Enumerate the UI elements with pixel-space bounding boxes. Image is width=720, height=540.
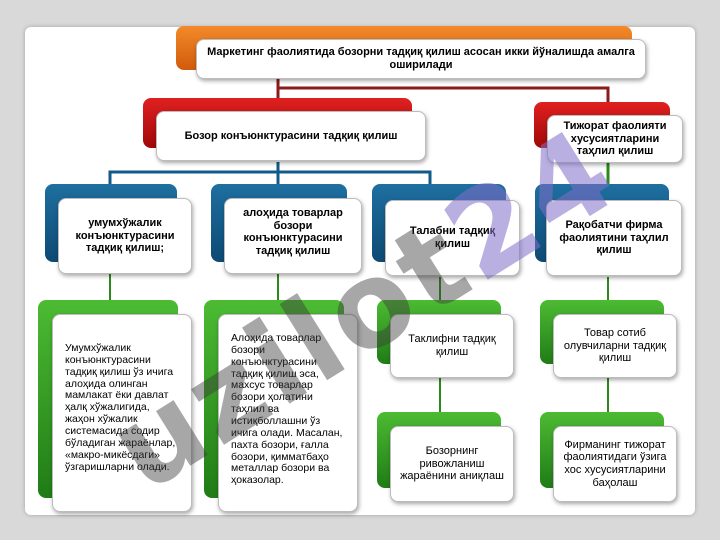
connector-market-split <box>108 170 432 185</box>
general-description-text: Умумхўжалик конъюнктурасини тадқиқ қилиш… <box>65 342 176 473</box>
demand-research-label: Талабни тадқиқ қилиш <box>409 225 496 250</box>
market-research-box: Бозор конъюнктурасини тадқиқ қилиш <box>156 111 426 161</box>
general-description-box: Умумхўжалик конъюнктурасини тадқиқ қилиш… <box>52 314 192 512</box>
competitor-analysis-box: Рақобатчи фирма фаолиятини таҳлил қилиш <box>546 200 682 276</box>
diagram-title-text: Маркетинг фаолиятида бозорни тадқиқ қили… <box>207 46 635 71</box>
supply-research-box: Таклифни тадқиқ қилиш <box>390 314 514 378</box>
commerce-analysis-box: Тижорат фаолияти хусусиятларини таҳлил қ… <box>547 115 683 163</box>
specific-conjuncture-box: алоҳида товарлар бозори конъюнктурасини … <box>224 198 362 274</box>
specific-conjuncture-label: алоҳида товарлар бозори конъюнктурасини … <box>243 207 343 257</box>
competitor-analysis-label: Рақобатчи фирма фаолиятини таҳлил қилиш <box>559 219 669 257</box>
commerce-analysis-label: Тижорат фаолияти хусусиятларини таҳлил қ… <box>563 120 667 158</box>
general-conjuncture-label: умумхўжалик конъюнктурасини тадқиқ қилиш… <box>75 217 175 255</box>
buyers-research-label: Товар сотиб олувчиларни тадқиқ қилиш <box>563 327 667 365</box>
market-development-label: Бозорнинг ривожланиш жараёнини аниқлаш <box>400 445 504 483</box>
diagram-title: Маркетинг фаолиятида бозорни тадқиқ қили… <box>196 39 646 79</box>
market-research-label: Бозор конъюнктурасини тадқиқ қилиш <box>184 129 398 142</box>
specific-description-box: Алоҳида товарлар бозори конъюнктурасини … <box>218 314 358 512</box>
commerce-features-label: Фирманинг тижорат фаолиятидаги ўзига хос… <box>563 438 667 489</box>
specific-description-text: Алоҳида товарлар бозори конъюнктурасини … <box>231 332 343 487</box>
general-conjuncture-box: умумхўжалик конъюнктурасини тадқиқ қилиш… <box>58 198 192 274</box>
commerce-features-box: Фирманинг тижорат фаолиятидаги ўзига хос… <box>553 426 677 502</box>
connector-top-split <box>278 86 610 103</box>
market-development-box: Бозорнинг ривожланиш жараёнини аниқлаш <box>390 426 514 502</box>
supply-research-label: Таклифни тадқиқ қилиш <box>408 333 496 358</box>
demand-research-box: Талабни тадқиқ қилиш <box>385 200 520 276</box>
buyers-research-box: Товар сотиб олувчиларни тадқиқ қилиш <box>553 314 677 378</box>
